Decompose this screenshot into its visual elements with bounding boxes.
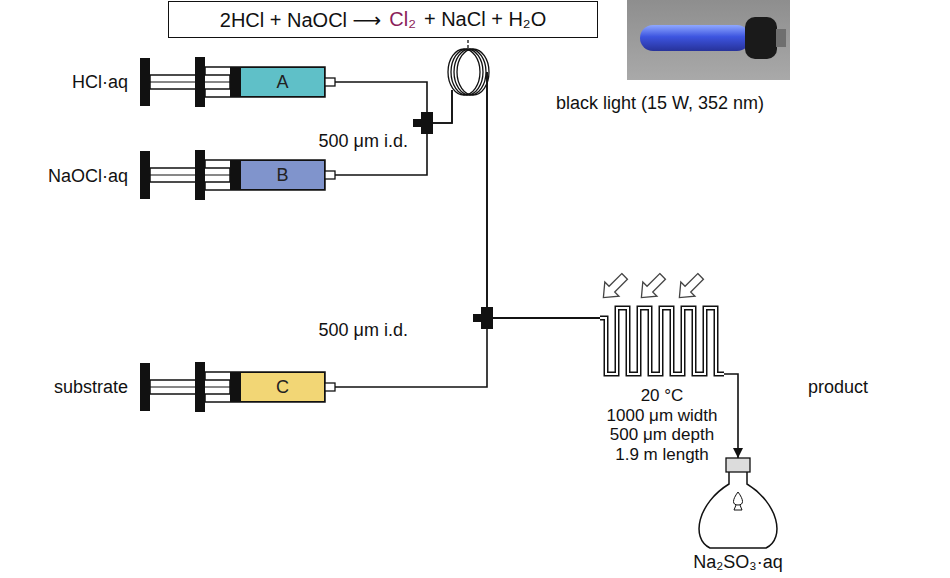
- annotation-label: black light (15 W, 352 nm): [556, 93, 764, 114]
- plunger-rod-line: [150, 387, 230, 388]
- plunger-rod-line: [150, 82, 230, 83]
- flask-contents: Na₂SO₃·aq: [693, 552, 782, 573]
- equation-text: + NaCl + H₂O: [424, 8, 546, 31]
- microreactor: 20 °C1000 μm width500 μm depth1.9 m leng…: [600, 304, 724, 378]
- light-arrow: [596, 269, 631, 304]
- equation-text: Cl₂: [389, 8, 416, 31]
- syringe-body: [140, 150, 335, 200]
- annotation-label: NaOCl·aq: [48, 166, 128, 187]
- syringe-letter: B: [276, 165, 288, 186]
- lamp-base: [745, 17, 777, 59]
- flow-tube: [724, 374, 738, 458]
- light-arrow: [672, 269, 707, 304]
- t-mixer: [473, 307, 493, 329]
- plunger-handle: [140, 151, 150, 199]
- flask-mark: [734, 492, 743, 510]
- product-label: product: [808, 377, 868, 398]
- reactor-spec: 1.9 m length: [615, 445, 709, 465]
- plunger-rod: [150, 75, 230, 89]
- plunger-rod: [150, 380, 230, 394]
- black-light-photo: [627, 0, 790, 80]
- t-mixer-body: [421, 112, 433, 134]
- collection-flask: productNa₂SO₃·aq: [688, 458, 788, 550]
- plunger-piston: [230, 372, 240, 402]
- equation-text: 2HCl + NaOCl ⟶: [220, 8, 381, 32]
- annotation-label: substrate: [54, 377, 128, 398]
- syringe-nozzle: [325, 383, 335, 391]
- reactor-spec: 500 μm depth: [610, 425, 714, 445]
- dashed-leader: [467, 40, 468, 48]
- tube-coil: [451, 49, 483, 95]
- syringe-barrel-fill: A: [240, 67, 325, 97]
- syringe-flange: [195, 57, 205, 107]
- reaction-equation-box: 2HCl + NaOCl ⟶ Cl₂ + NaCl + H₂O: [168, 1, 598, 38]
- t-mixer: [413, 112, 433, 134]
- serpentine-outline: [600, 304, 724, 378]
- syringe-letter: A: [276, 72, 288, 93]
- flask-outline: [688, 458, 788, 550]
- flask-stopper: [726, 458, 750, 472]
- syringe-barrel-fill: C: [240, 372, 325, 402]
- annotation-label: 500 μm i.d.: [319, 131, 408, 152]
- syringe-body: [140, 362, 335, 412]
- plunger-rod: [150, 168, 230, 182]
- flask-body: [699, 471, 777, 548]
- tube-coil: [448, 49, 480, 95]
- syringe-body: [140, 57, 335, 107]
- lamp-tube: [640, 25, 750, 51]
- plunger-piston: [230, 67, 240, 97]
- syringe-nozzle: [325, 78, 335, 86]
- reactor-spec: 20 °C: [641, 386, 684, 406]
- plunger-handle: [140, 58, 150, 106]
- annotation-label: 500 μm i.d.: [319, 320, 408, 341]
- t-mixer-port: [413, 119, 422, 127]
- channel-wall: [600, 308, 724, 374]
- syringe-flange: [195, 362, 205, 412]
- t-mixer-body: [481, 307, 493, 329]
- plunger-handle: [140, 363, 150, 411]
- syringe-letter: C: [276, 377, 289, 398]
- photo-background: [627, 0, 790, 80]
- annotation-label: HCl·aq: [72, 72, 128, 93]
- t-mixer-port: [473, 314, 482, 322]
- plunger-piston: [230, 160, 240, 190]
- syringe-flange: [195, 150, 205, 200]
- tube-coil: [454, 49, 486, 95]
- light-arrow: [634, 269, 669, 304]
- syringe-barrel-fill: B: [240, 160, 325, 190]
- syringe-nozzle: [325, 171, 335, 179]
- reactor-spec: 1000 μm width: [607, 406, 718, 426]
- plunger-rod-line: [150, 175, 230, 176]
- tube-coil: [457, 49, 489, 95]
- lamp-screw: [776, 29, 786, 47]
- channel-bore: [600, 308, 724, 374]
